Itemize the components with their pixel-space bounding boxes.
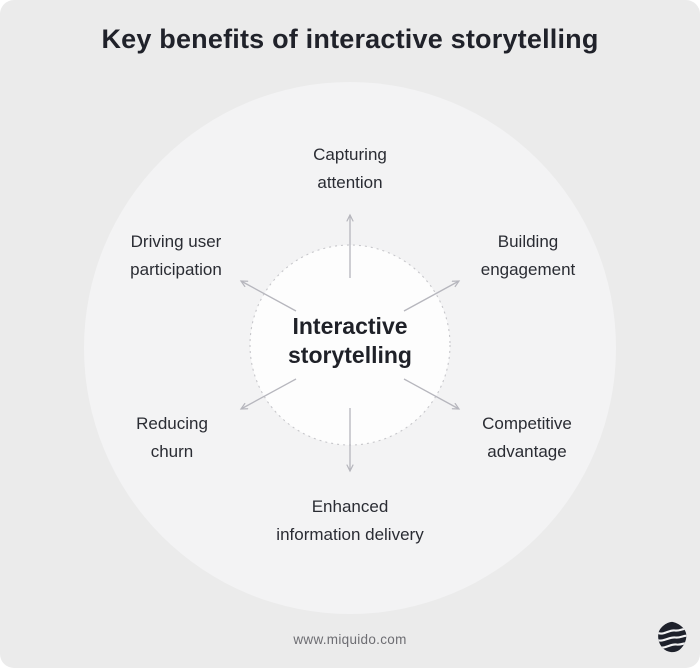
benefit-line: attention <box>317 173 383 192</box>
website-url: www.miquido.com <box>293 632 407 647</box>
benefit-capturing-attention: Capturing attention <box>313 141 387 197</box>
benefit-line: Reducing <box>136 414 208 433</box>
benefit-line: Driving user <box>130 232 222 251</box>
benefit-line: churn <box>150 442 194 461</box>
arrow-top-left <box>241 281 297 312</box>
benefit-line: Competitive <box>482 414 572 433</box>
benefit-line: participation <box>130 260 222 279</box>
benefit-line: Enhanced <box>311 497 389 516</box>
center-topic-line: Interactive <box>292 313 408 339</box>
benefit-enhanced-information-delivery: Enhanced information delivery <box>276 493 423 549</box>
benefit-line: Capturing <box>313 145 387 164</box>
benefit-driving-user-participation: Driving user participation <box>130 228 222 284</box>
center-topic-label: Interactive storytelling <box>288 312 412 370</box>
arrow-bottom-left <box>241 378 297 409</box>
benefit-reducing-churn: Reducing churn <box>136 410 208 466</box>
miquido-logo-icon <box>658 621 687 653</box>
arrow-bottom-right <box>403 378 459 409</box>
page-title: Key benefits of interactive storytelling <box>101 24 599 54</box>
benefit-line: information delivery <box>276 525 424 544</box>
center-topic-line: storytelling <box>288 342 412 368</box>
benefit-line: advantage <box>487 442 567 461</box>
arrow-top-right <box>403 281 459 312</box>
benefit-line: Building <box>497 232 559 251</box>
benefit-building-engagement: Building engagement <box>481 228 576 284</box>
benefit-line: engagement <box>480 260 576 279</box>
benefit-competitive-advantage: Competitive advantage <box>482 410 572 466</box>
